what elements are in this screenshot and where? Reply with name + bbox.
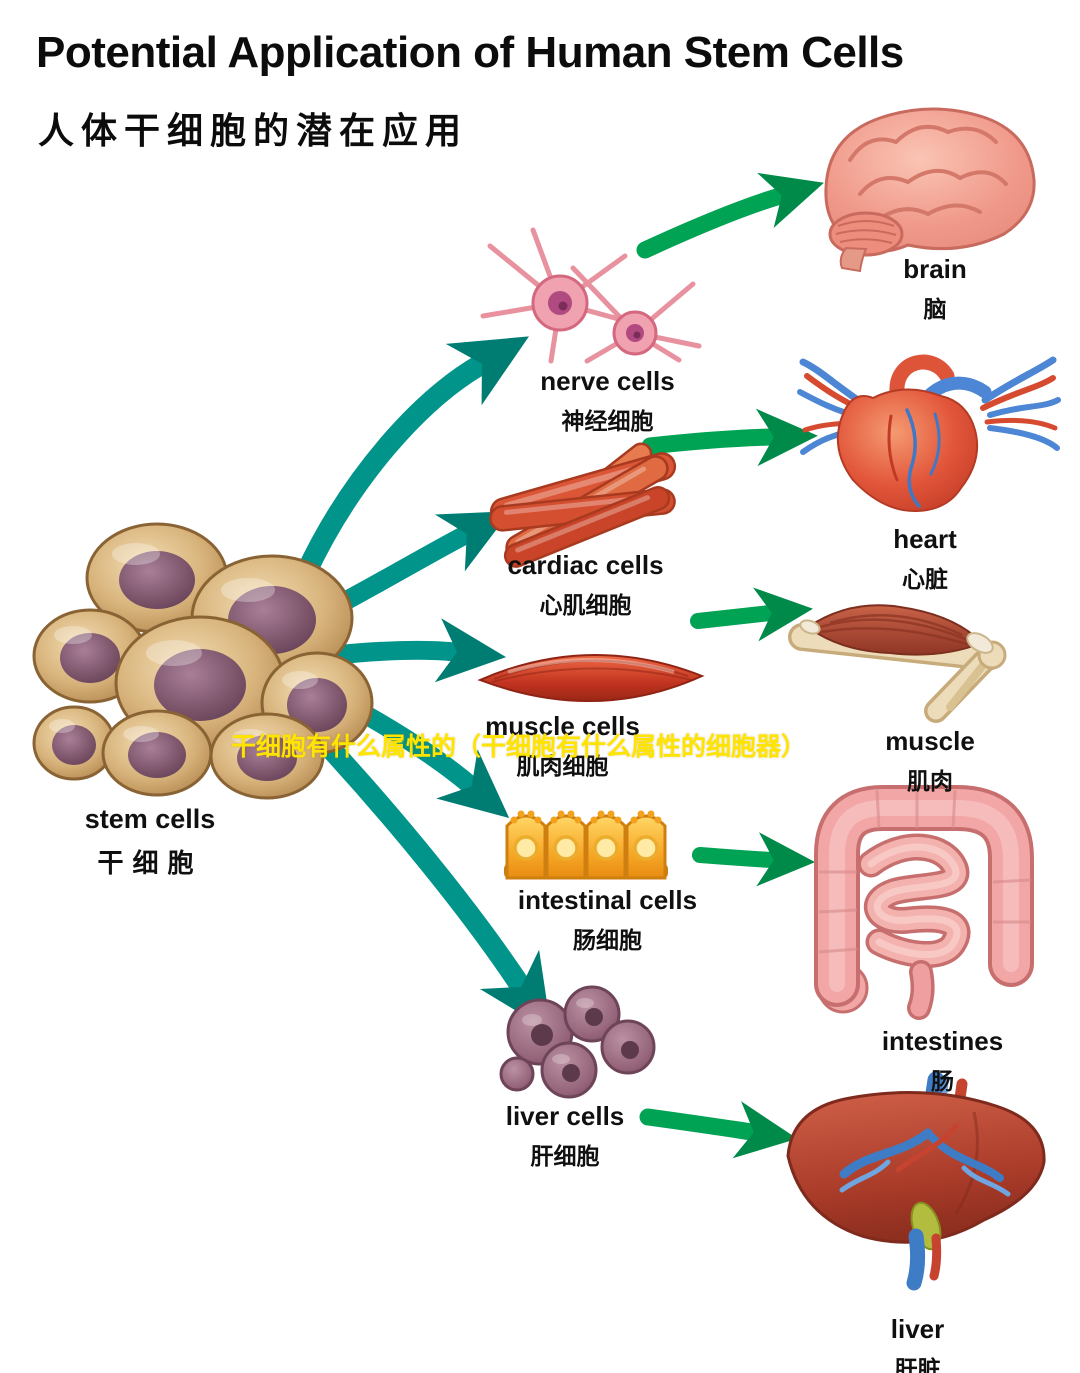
muscle-organ-label-en: muscle bbox=[885, 726, 975, 756]
arrow-stem-to-nerve-cells bbox=[294, 336, 529, 586]
label-liver-organ: liver 肝脏 bbox=[825, 1314, 1010, 1373]
intestinal-cells-label-en: intestinal cells bbox=[517, 885, 698, 915]
muscle-cells-illustration bbox=[477, 654, 705, 702]
heart-label-zh: 心脏 bbox=[902, 566, 948, 592]
muscle-organ-illustration bbox=[788, 604, 1007, 723]
liver-organ-label-zh: 肝脏 bbox=[894, 1356, 941, 1373]
label-intestines: intestines 肠 bbox=[845, 1026, 1040, 1096]
stem-cells-illustration bbox=[32, 522, 374, 800]
brain-label-zh: 脑 bbox=[923, 296, 947, 322]
arrow-intestinalcells-to-intestines bbox=[692, 832, 816, 887]
label-muscle-cells: muscle cells 肌肉细胞 bbox=[455, 711, 670, 781]
label-brain: brain 脑 bbox=[845, 254, 1025, 324]
stem-cells-label-en: stem cells bbox=[84, 804, 216, 834]
cardiac-cells-label-zh: 心肌细胞 bbox=[539, 592, 632, 618]
poster-subtitle: 人体干细胞的潜在应用 bbox=[38, 110, 469, 151]
arrow-cardiac-to-heart bbox=[641, 408, 818, 467]
label-nerve-cells: nerve cells 神经细胞 bbox=[500, 366, 715, 436]
cardiac-cells-illustration bbox=[489, 442, 677, 568]
liver-cells-label-zh: 肝细胞 bbox=[530, 1143, 600, 1169]
stem-cells-label-zh: 干细胞 bbox=[97, 848, 203, 878]
label-cardiac-cells: cardiac cells 心肌细胞 bbox=[478, 550, 693, 620]
nerve-cells-label-zh: 神经细胞 bbox=[561, 408, 654, 434]
label-heart: heart 心脏 bbox=[835, 524, 1015, 594]
arrow-stem-to-liver-cells bbox=[307, 724, 552, 1033]
arrows-stem-to-cells bbox=[294, 336, 552, 1033]
label-stem-cells: stem cells 干细胞 bbox=[40, 804, 260, 880]
label-liver-cells: liver cells 肝细胞 bbox=[460, 1101, 670, 1171]
muscle-cells-label-en: muscle cells bbox=[485, 711, 640, 741]
intestinal-cells-illustration bbox=[504, 810, 668, 880]
liver-organ-label-en: liver bbox=[890, 1314, 945, 1344]
label-muscle-organ: muscle 肌肉 bbox=[840, 726, 1020, 796]
poster-title: Potential Application of Human Stem Cell… bbox=[36, 28, 904, 77]
nerve-cells-illustration bbox=[480, 227, 702, 364]
liver-organ-illustration bbox=[786, 1071, 1046, 1291]
brain-illustration bbox=[824, 107, 1036, 273]
heart-label-en: heart bbox=[893, 524, 957, 554]
intestinal-cells-label-zh: 肠细胞 bbox=[573, 927, 642, 953]
intestines-label-zh: 肠 bbox=[931, 1068, 954, 1094]
cardiac-cells-label-en: cardiac cells bbox=[507, 550, 664, 580]
arrows-cells-to-organs bbox=[636, 172, 824, 1159]
muscle-organ-label-zh: 肌肉 bbox=[907, 768, 953, 794]
heart-illustration bbox=[797, 354, 1061, 513]
watermark-text: 干细胞有什么属性的（干细胞有什么属性的细胞器） bbox=[231, 733, 807, 761]
arrow-livercells-to-liver bbox=[639, 1101, 798, 1159]
arrow-musclecells-to-muscle bbox=[690, 587, 813, 642]
arrow-nerve-to-brain bbox=[636, 172, 824, 259]
liver-cells-illustration bbox=[499, 985, 656, 1099]
brain-label-en: brain bbox=[903, 254, 967, 284]
liver-cells-label-en: liver cells bbox=[505, 1101, 625, 1131]
intestines-illustration bbox=[814, 785, 1034, 1020]
nerve-cells-label-en: nerve cells bbox=[540, 366, 675, 396]
arrow-stem-to-muscle-cells bbox=[325, 618, 507, 683]
label-intestinal-cells: intestinal cells 肠细胞 bbox=[495, 885, 720, 955]
muscle-cells-label-zh: 肌肉细胞 bbox=[516, 753, 609, 779]
intestines-label-en: intestines bbox=[881, 1026, 1004, 1056]
